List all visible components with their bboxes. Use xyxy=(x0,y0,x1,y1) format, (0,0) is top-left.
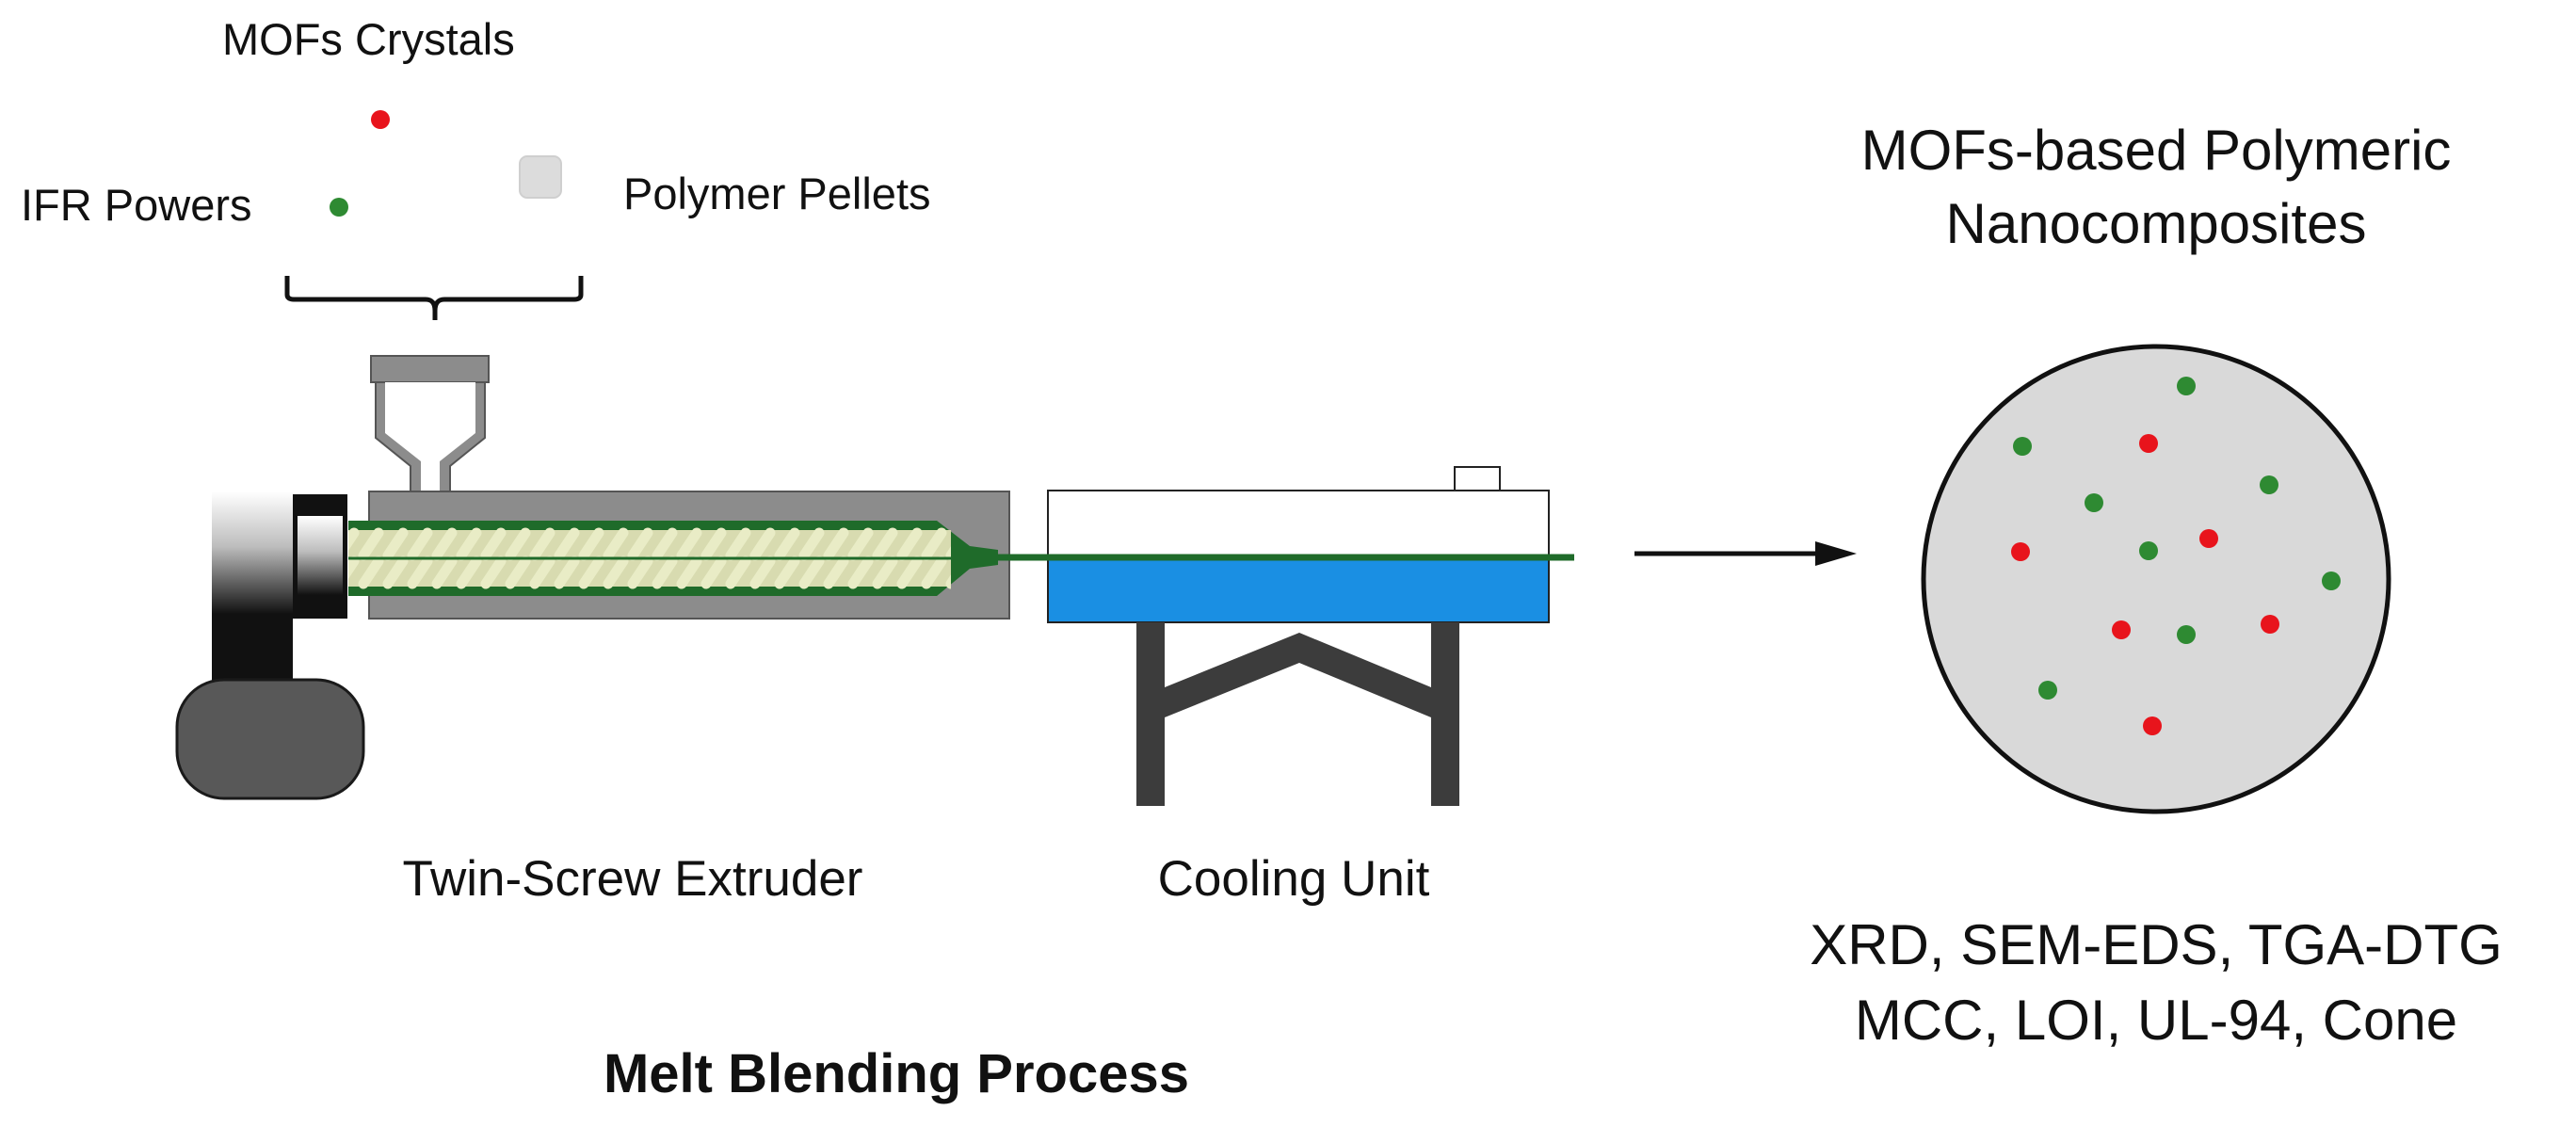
screw-flight xyxy=(529,527,555,561)
screw-flight xyxy=(358,555,384,589)
mof-particle xyxy=(2011,542,2030,561)
screw-flight xyxy=(603,527,629,561)
screw-flight xyxy=(578,555,604,589)
screw-flight xyxy=(823,555,849,589)
mof-particle xyxy=(2143,716,2162,735)
mof-particle xyxy=(2199,529,2218,548)
screw-flight xyxy=(431,527,458,561)
process-title: Melt Blending Process xyxy=(604,1043,1189,1104)
ifr-particle xyxy=(2322,572,2341,590)
screw-flight xyxy=(529,555,555,589)
screw-flight xyxy=(505,527,531,561)
screw-flight xyxy=(798,527,825,561)
screw-flight xyxy=(652,555,678,589)
hopper xyxy=(370,355,490,498)
screw-flight xyxy=(676,527,702,561)
extruder-motor xyxy=(175,491,365,800)
screw-flight xyxy=(921,527,947,561)
screw-flight xyxy=(872,555,898,589)
screw-flight xyxy=(774,555,800,589)
screw-flight xyxy=(382,527,409,561)
screw-flight xyxy=(554,527,580,561)
screw-flight xyxy=(798,555,825,589)
screw-flight xyxy=(407,527,433,561)
polymer-pellet-icon xyxy=(519,155,562,199)
twin-screw-extruder-label: Twin-Screw Extruder xyxy=(403,851,863,907)
twin-screw-extruder xyxy=(348,491,1010,620)
screw-flight xyxy=(348,555,360,579)
screw-flight xyxy=(847,555,874,589)
screw-flight xyxy=(554,555,580,589)
ifr-powers-label: IFR Powers xyxy=(21,180,252,230)
composite-title-line2: Nanocomposites xyxy=(1946,192,2367,255)
ifr-particle xyxy=(2139,541,2158,560)
mof-particle xyxy=(2261,615,2279,634)
screw-flight xyxy=(456,555,482,589)
screw-flight xyxy=(700,527,727,561)
feed-brace xyxy=(284,276,584,320)
screw-flight xyxy=(896,555,923,589)
composite-sample xyxy=(1921,344,2391,814)
screw-flight xyxy=(774,527,800,561)
screw-flight xyxy=(847,527,874,561)
screw-flight xyxy=(480,555,507,589)
screw-flight xyxy=(921,555,947,589)
ifr-particle xyxy=(2085,493,2103,512)
ifr-particle xyxy=(2013,437,2032,456)
ifr-powder-dot-icon xyxy=(330,198,348,217)
mofs-crystal-dot-icon xyxy=(371,110,390,129)
screw-flight xyxy=(431,555,458,589)
composite-title-line1: MOFs-based Polymeric xyxy=(1861,119,2452,182)
screw-flight xyxy=(480,527,507,561)
screw-flight xyxy=(505,555,531,589)
screw-flight xyxy=(749,555,776,589)
characterization-line2: MCC, LOI, UL-94, Cone xyxy=(1855,989,2457,1052)
screw-flight xyxy=(358,527,384,561)
ifr-particle xyxy=(2177,625,2196,644)
ifr-particle xyxy=(2038,681,2057,700)
screw-flight xyxy=(823,527,849,561)
characterization-line1: XRD, SEM-EDS, TGA-DTG xyxy=(1810,913,2503,976)
cooling-unit-label: Cooling Unit xyxy=(1158,851,1430,907)
mof-particle xyxy=(2139,434,2158,453)
screw-flight xyxy=(676,555,702,589)
ifr-particle xyxy=(2260,475,2278,494)
screw-flight xyxy=(578,527,604,561)
screw-flight xyxy=(407,555,433,589)
screw-flight xyxy=(896,527,923,561)
screw-flights xyxy=(348,527,951,589)
right-arrow-icon xyxy=(1634,541,1857,566)
screw-flight xyxy=(749,527,776,561)
screw-flight xyxy=(627,527,653,561)
screw-flight xyxy=(627,555,653,589)
screw-flight xyxy=(603,555,629,589)
screw-flight xyxy=(652,527,678,561)
screw-flight xyxy=(348,527,360,551)
screw-flight xyxy=(725,527,751,561)
screw-flight xyxy=(456,527,482,561)
screw-flight xyxy=(700,555,727,589)
screw-flight xyxy=(725,555,751,589)
cooling-unit xyxy=(1047,466,1550,806)
ifr-particle xyxy=(2177,377,2196,395)
screw-flight xyxy=(382,555,409,589)
mof-particle xyxy=(2112,620,2131,639)
mofs-crystals-label: MOFs Crystals xyxy=(222,14,515,64)
screw-flight xyxy=(872,527,898,561)
polymer-pellets-label: Polymer Pellets xyxy=(623,169,931,218)
